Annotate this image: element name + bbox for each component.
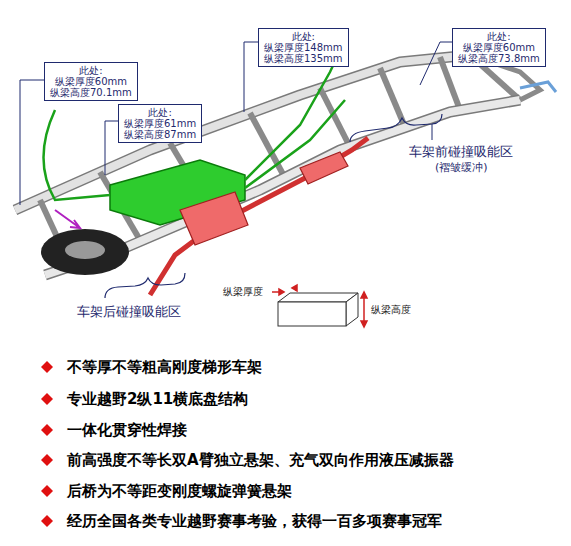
crossmember: [380, 68, 405, 127]
callout-heading: 此处:: [264, 31, 343, 42]
dimension-text: 纵梁高度135mm: [264, 53, 343, 64]
bullet-diamond: [41, 454, 53, 466]
feature-item: 专业越野2纵11横底盘结构: [66, 390, 249, 409]
callout-box: 此处:纵梁厚度60mm纵梁高度70.1mm: [44, 62, 138, 101]
feature-item: 不等厚不等粗高刚度梯形车架: [66, 358, 263, 377]
frame-crossmembers: [40, 55, 520, 265]
zone-label: 车架后碰撞吸能区: [76, 303, 182, 321]
rear-zone-bracket: [105, 273, 185, 298]
arrowhead: [279, 289, 284, 295]
zone-label: 车架前碰撞吸能区: [408, 143, 514, 161]
exhaust-pipe: [150, 138, 368, 295]
leader-lines: [20, 42, 452, 205]
callout-heading: 此处:: [124, 107, 196, 118]
callout-box: 此处:纵梁厚度148mm纵梁高度135mm: [258, 28, 349, 67]
muffler: [180, 192, 248, 245]
leader-line: [20, 80, 44, 205]
bullet-diamond: [41, 485, 53, 497]
bullet-diamond: [41, 361, 53, 373]
box-side: [346, 293, 358, 326]
arrowhead: [292, 285, 297, 291]
box-top: [278, 293, 358, 302]
arrowhead: [361, 321, 367, 327]
leader-line: [420, 42, 452, 85]
bullet-diamond: [41, 424, 53, 436]
spare-tire-rim: [65, 241, 105, 259]
rail-section-box: [278, 293, 358, 326]
dimension-text: 纵梁厚度60mm: [458, 42, 540, 53]
dimension-label: 纵梁高度: [370, 303, 412, 317]
crossmember: [320, 88, 350, 147]
front-zone-bracket: [350, 114, 442, 142]
dimension-text: 纵梁高度87mm: [124, 129, 196, 140]
bullet-diamonds: [41, 361, 53, 527]
leader-line: [105, 121, 118, 175]
spare-tire: [41, 229, 129, 275]
zone-note: (褶皱缓冲): [434, 160, 489, 175]
muffler: [300, 152, 348, 184]
feature-item: 后桥为不等距变刚度螺旋弹簧悬架: [66, 482, 293, 501]
dimension-text: 纵梁高度70.1mm: [50, 87, 132, 98]
dimension-label: 纵梁厚度: [222, 285, 264, 299]
dimension-text: 纵梁厚度60mm: [50, 76, 132, 87]
leader-line: [244, 42, 258, 112]
callout-box: 此处:纵梁厚度60mm纵梁高度73.8mm: [452, 28, 546, 67]
dimension-text: 纵梁厚度61mm: [124, 118, 196, 129]
callout-heading: 此处:: [458, 31, 540, 42]
callout-box: 此处:纵梁厚度61mm纵梁高度87mm: [118, 104, 202, 143]
leader-line: [432, 124, 433, 140]
bullet-diamond: [41, 515, 53, 527]
dimension-text: 纵梁高度73.8mm: [458, 53, 540, 64]
box-front: [278, 302, 346, 326]
bullet-diamond: [41, 393, 53, 405]
feature-item: 一体化贯穿性焊接: [66, 421, 188, 440]
feature-item: 前高强度不等长双A臂独立悬架、充气双向作用液压减振器: [66, 451, 455, 470]
arrowhead: [361, 292, 367, 298]
front-hook: [520, 82, 556, 92]
feature-item: 经历全国各类专业越野赛事考验，获得一百多项赛事冠军: [66, 512, 443, 531]
callout-heading: 此处:: [50, 65, 132, 76]
dimension-text: 纵梁厚度148mm: [264, 42, 343, 53]
direction-arrow: [55, 210, 80, 228]
dimension-arrows: [272, 285, 367, 327]
